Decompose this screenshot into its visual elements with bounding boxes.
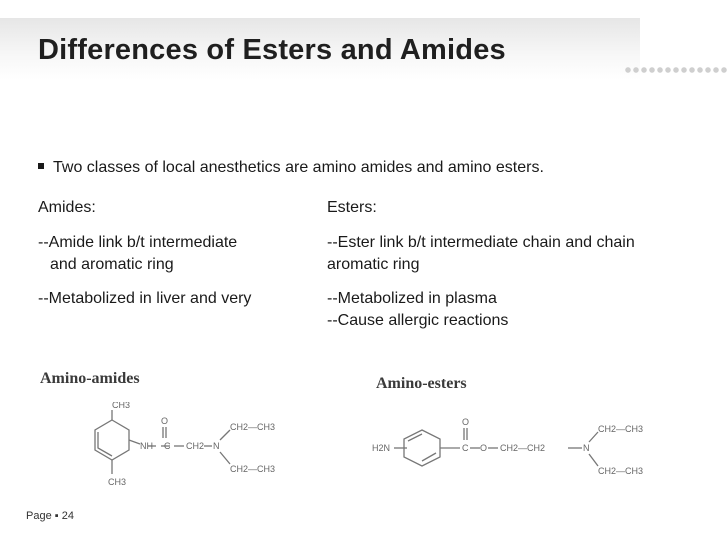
esters-point3: --Cause allergic reactions — [327, 312, 509, 329]
page-number: 24 — [61, 510, 74, 522]
ester-ethyl-upper: CH2—CH3 — [598, 424, 643, 434]
amide-carbon: C — [164, 441, 171, 451]
amides-point2: --Metabolized in liver and very — [38, 290, 252, 307]
ester-ethyl-lower: CH2—CH3 — [598, 466, 643, 476]
esters-point1-line1: --Ester link b/t intermediate chain and … — [327, 234, 635, 251]
esters-heading: Esters: — [327, 199, 377, 216]
page-label: Page — [26, 510, 52, 522]
amides-point1-line1: --Amide link b/t intermediate — [38, 234, 238, 251]
intro-text: Two classes of local anesthetics are ami… — [53, 159, 544, 176]
amides-heading: Amides: — [38, 199, 96, 216]
ester-h2n: H2N — [372, 443, 390, 453]
header-band — [0, 18, 640, 80]
ester-nitrogen: N — [583, 443, 590, 453]
slide-title: Differences of Esters and Amides — [38, 34, 506, 66]
amide-nh: NH — [140, 441, 153, 451]
ester-oxygen-top: O — [462, 417, 469, 427]
amino-amide-structure: CH3 CH3 O NH C CH2 N CH2—CH3 CH2—CH3 — [94, 402, 275, 487]
square-bullet-icon — [38, 163, 44, 169]
esters-point1-line2: aromatic ring — [327, 256, 420, 273]
amide-ch2: CH2 — [186, 441, 204, 451]
amide-oxygen: O — [161, 416, 168, 426]
amide-nitrogen: N — [213, 441, 220, 451]
ester-carbon: C — [462, 443, 469, 453]
amides-point1-line2: and aromatic ring — [50, 256, 174, 273]
ester-oxygen-link: O — [480, 443, 487, 453]
amino-amides-label: Amino-amides — [40, 370, 140, 387]
benzene-ring — [403, 429, 441, 467]
amide-ethyl-upper: CH2—CH3 — [230, 422, 275, 432]
benzene-ring — [94, 419, 130, 461]
amide-ethyl-lower: CH2—CH3 — [230, 464, 275, 474]
page-footer: Page ▪ 24 — [26, 510, 74, 522]
ester-chain: CH2—CH2 — [500, 443, 545, 453]
amino-ester-structure: H2N O C O CH2—CH2 N CH2—CH3 CH2—CH3 — [372, 417, 643, 476]
decorative-dots — [624, 66, 728, 74]
amide-ch3-top: CH3 — [112, 402, 130, 410]
intro-bullet: Two classes of local anesthetics are ami… — [38, 156, 544, 180]
footer-bullet-icon: ▪ — [54, 510, 59, 522]
esters-point2: --Metabolized in plasma — [327, 290, 497, 307]
amino-esters-label: Amino-esters — [376, 375, 467, 392]
amide-ch3-bottom: CH3 — [108, 477, 126, 487]
slide-header: Differences of Esters and Amides — [0, 0, 728, 80]
